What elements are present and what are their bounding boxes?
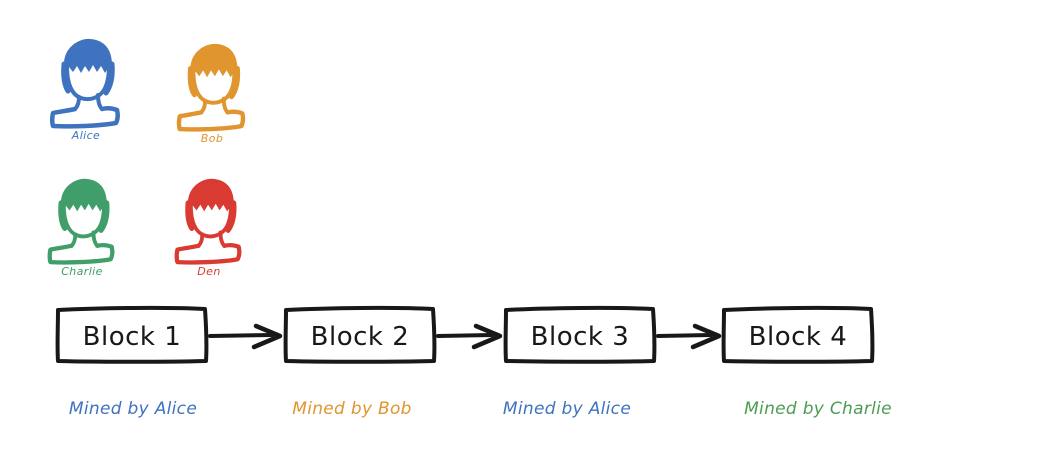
participant-avatar-den[interactable]: Den bbox=[173, 176, 245, 278]
avatar-face bbox=[65, 64, 111, 102]
avatar-hair bbox=[187, 178, 234, 216]
avatar-hair-right bbox=[103, 61, 115, 96]
participant-name-charlie: Charlie bbox=[61, 265, 103, 278]
block-label-2: Block 2 bbox=[310, 322, 410, 352]
avatar-hair bbox=[60, 178, 107, 216]
miner-label-block-3: Mined by Alice bbox=[502, 399, 632, 419]
miner-label-block-4: Mined by Charlie bbox=[744, 399, 892, 419]
avatar-body bbox=[174, 243, 242, 265]
avatar-hair-right bbox=[229, 65, 241, 100]
participant-avatar-charlie[interactable]: Charlie bbox=[46, 176, 118, 278]
avatar-hair-right bbox=[98, 200, 110, 233]
participant-avatar-alice[interactable]: Alice bbox=[50, 36, 122, 142]
avatar-hair-left bbox=[185, 200, 195, 231]
avatar-face bbox=[61, 202, 106, 239]
avatar-body bbox=[176, 109, 246, 132]
block-label-3: Block 3 bbox=[530, 322, 630, 352]
chain-arrow-3-4 bbox=[656, 323, 722, 350]
miner-label-block-1: Mined by Alice bbox=[68, 399, 198, 419]
chain-arrow-2-3 bbox=[436, 323, 503, 350]
avatar-hair-left bbox=[61, 61, 71, 94]
avatar-body bbox=[50, 106, 120, 129]
participant-name-alice: Alice bbox=[71, 129, 101, 142]
person-avatar-icon bbox=[176, 43, 246, 132]
avatar-body bbox=[47, 243, 115, 265]
person-avatar-icon bbox=[174, 178, 242, 265]
avatar-hair-right bbox=[225, 200, 237, 233]
participant-name-bob: Bob bbox=[200, 132, 224, 145]
participant-name-den: Den bbox=[197, 265, 221, 278]
avatar-face bbox=[188, 202, 233, 239]
avatar-hair-left bbox=[58, 200, 68, 231]
person-avatar-icon bbox=[50, 38, 120, 129]
avatar-hair bbox=[190, 43, 238, 82]
avatar-face bbox=[191, 68, 237, 105]
avatar-hair bbox=[63, 38, 112, 77]
avatar-hair-left bbox=[187, 65, 197, 98]
chain-arrow-1-2 bbox=[208, 323, 283, 350]
block-label-1: Block 1 bbox=[82, 322, 182, 352]
miner-label-block-2: Mined by Bob bbox=[292, 399, 412, 419]
participant-avatar-bob[interactable]: Bob bbox=[176, 41, 248, 145]
block-label-4: Block 4 bbox=[748, 322, 848, 352]
person-avatar-icon bbox=[47, 178, 115, 265]
